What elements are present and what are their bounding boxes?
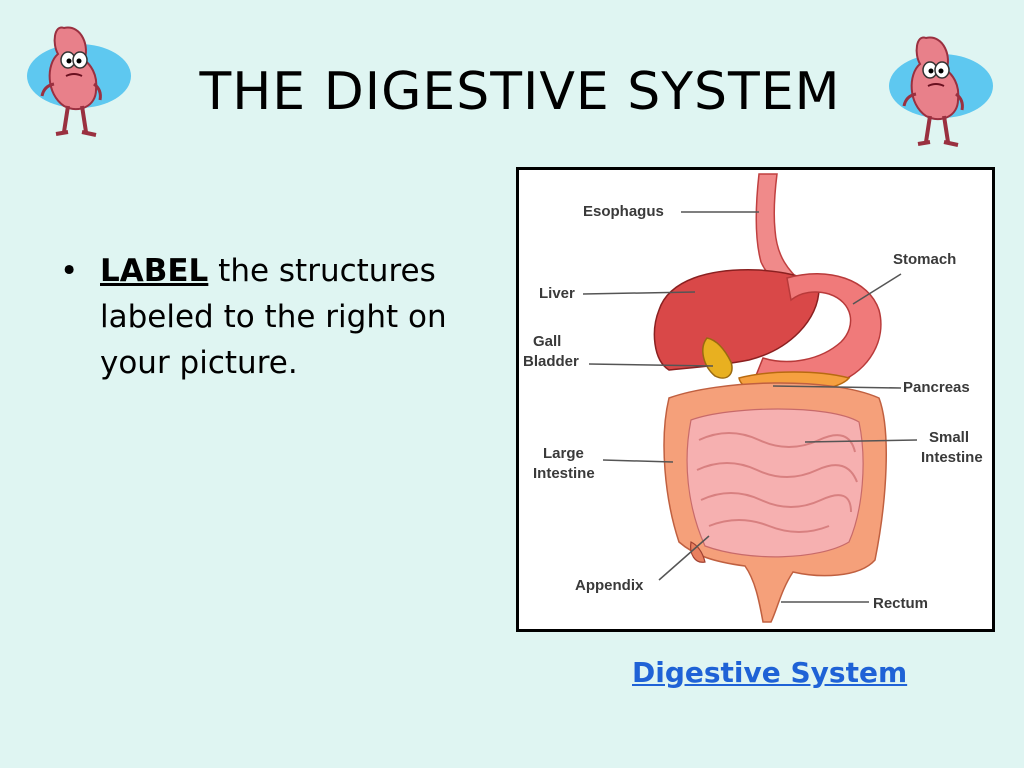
instruction-rest: the structures labeled to the right on y… <box>100 253 447 381</box>
page-title: THE DIGESTIVE SYSTEM <box>199 62 841 122</box>
label-rectum: Rectum <box>873 595 928 612</box>
esophagus-shape <box>755 173 803 287</box>
label-pancreas: Pancreas <box>903 379 970 396</box>
label-small-intestine: Intestine <box>921 449 983 466</box>
stomach-mascot-right-icon <box>889 36 993 147</box>
small-intestine-shape <box>686 408 864 558</box>
label-small: Small <box>929 429 969 446</box>
label-large: Large <box>543 445 584 462</box>
label-large-intestine: Intestine <box>533 465 595 482</box>
label-bladder: Bladder <box>523 353 579 370</box>
instruction-bullet: • LABEL the structures labeled to the ri… <box>60 248 480 386</box>
digestive-system-diagram: Esophagus Stomach Liver Gall Bladder Pan… <box>516 167 995 632</box>
instruction-text: LABEL the structures labeled to the righ… <box>100 248 480 386</box>
label-appendix: Appendix <box>575 577 644 594</box>
label-esophagus: Esophagus <box>583 203 664 220</box>
instruction-lead: LABEL <box>100 253 209 289</box>
digestive-system-link[interactable]: Digestive System <box>632 656 908 689</box>
label-stomach: Stomach <box>893 251 956 268</box>
stomach-mascot-left-icon <box>27 26 131 137</box>
label-liver: Liver <box>539 285 575 302</box>
gall-bladder-shape <box>702 337 733 379</box>
label-gall: Gall <box>533 333 561 350</box>
bullet-symbol: • <box>60 253 79 289</box>
liver-shape <box>653 269 820 371</box>
